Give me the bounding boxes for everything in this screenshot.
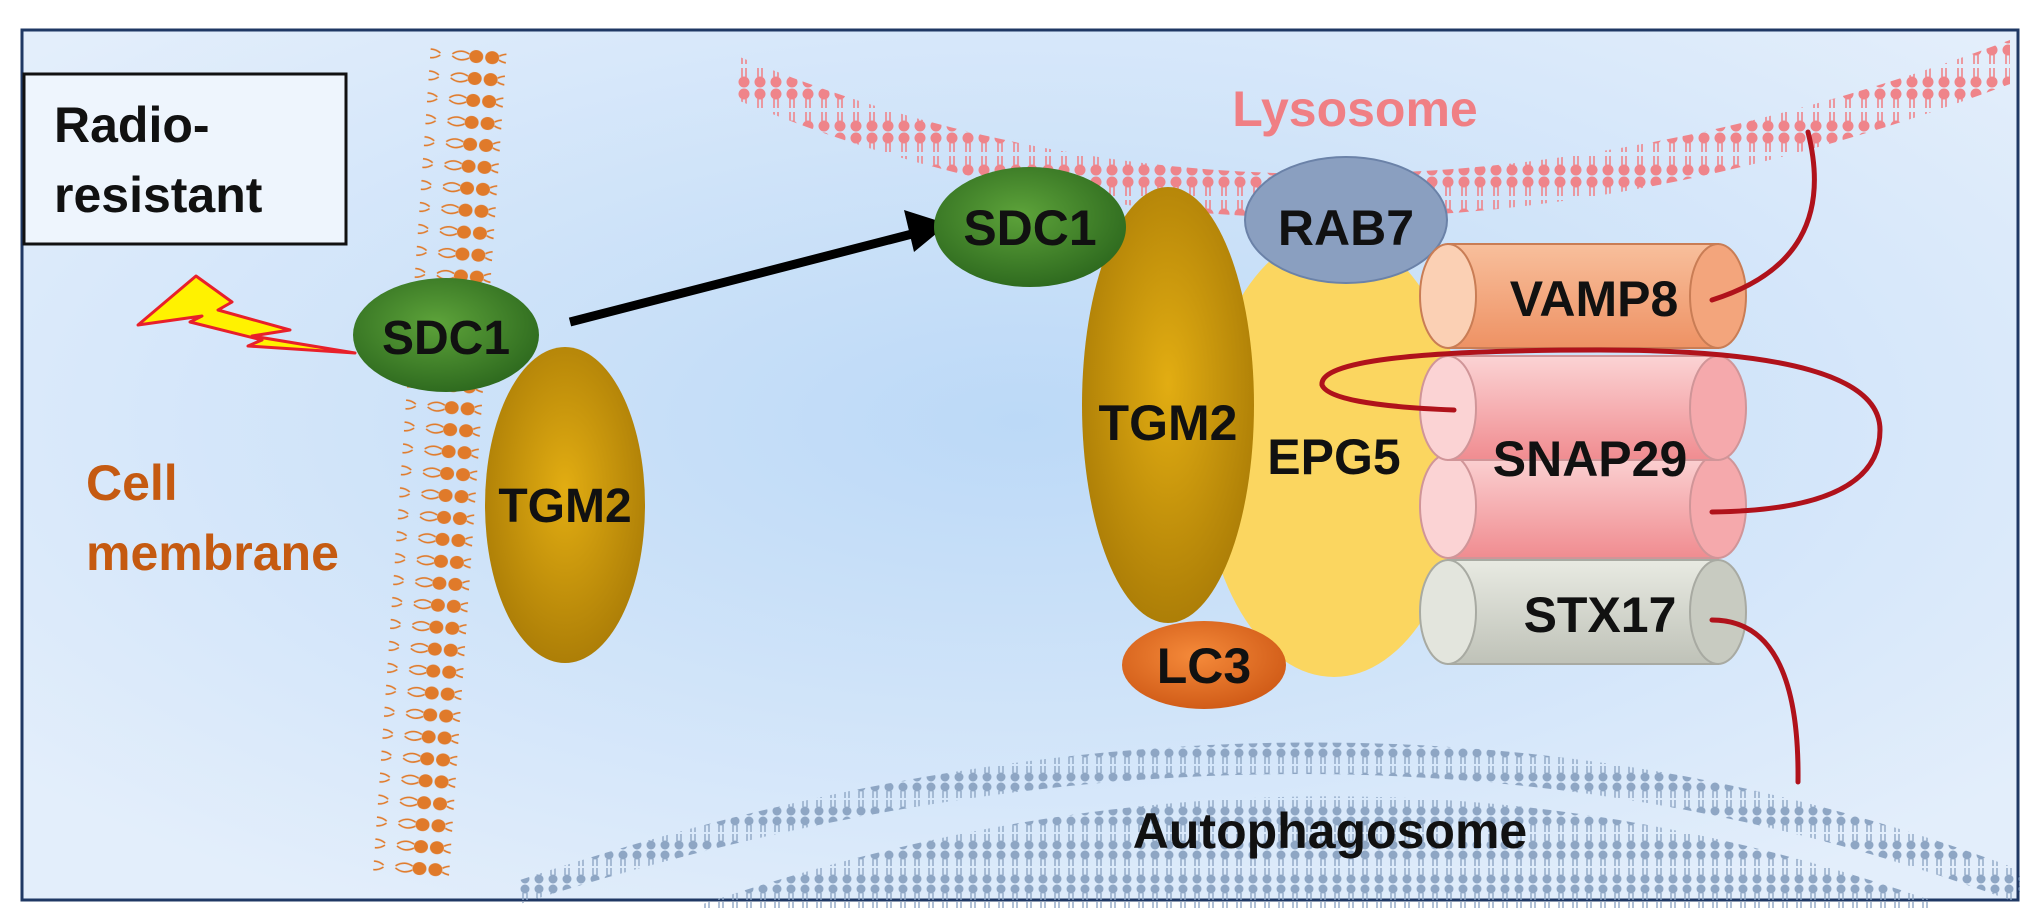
snap29-tether [1319,347,1883,515]
cell-membrane-label-line2: membrane [86,525,339,581]
tgm2-complex-label: TGM2 [1099,395,1238,451]
autophagosome-membrane [520,742,2020,908]
epg5-protein [1202,233,1466,677]
snap29-label: SNAP29 [1493,431,1688,487]
stx17-label: STX17 [1524,587,1677,643]
autophagosome-label: Autophagosome [1133,803,1527,859]
rab7-label: RAB7 [1278,200,1414,256]
cell-membrane-label-line1: Cell [86,455,178,511]
sdc1-complex-label: SDC1 [963,200,1096,256]
epg5-label: EPG5 [1267,429,1400,485]
tgm2-membrane-label: TGM2 [498,480,631,533]
cell-membrane [372,46,507,880]
radiation-lightning-icon [136,274,357,355]
radio-resistant-box: Radio- resistant [22,72,348,246]
lc3-label: LC3 [1157,638,1251,694]
radio-resistant-line1: Radio- [54,97,210,153]
tgm2-complex [1082,187,1254,623]
stx17-tether [1709,617,1801,785]
sdc1-membrane [353,278,539,392]
radio-resistant-line2: resistant [54,167,263,223]
snare-tethers [1319,129,1883,785]
tgm2-membrane [485,347,645,663]
stx17-snare: STX17 [1419,559,1747,665]
snap29-snare: SNAP29 [1419,355,1747,559]
lc3-protein [1122,621,1286,709]
rab7-protein [1244,156,1448,284]
sdc1-membrane-label: SDC1 [382,312,510,365]
vamp8-label: VAMP8 [1510,271,1679,327]
vamp8-snare: VAMP8 [1419,243,1747,349]
lysosome-label: Lysosome [1232,81,1477,137]
sdc1-complex [934,167,1126,287]
vamp8-tether [1709,129,1817,303]
